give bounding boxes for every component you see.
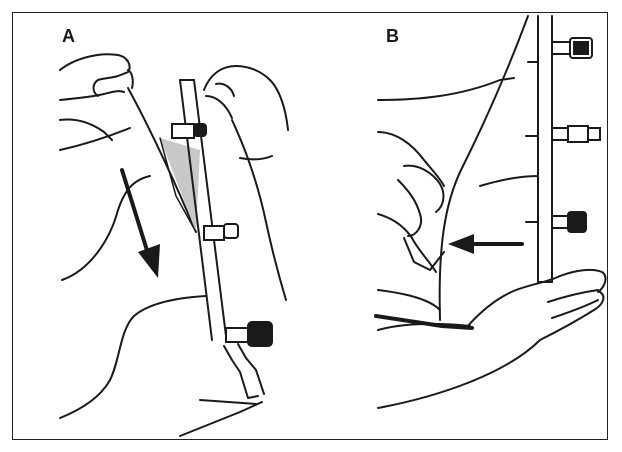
tubing-a [171,79,273,437]
left-hand-a [59,53,134,151]
dressing-edge-b [438,15,529,321]
left-hand-b [377,131,445,273]
left-arrow-icon [448,234,524,254]
clamp-icon [203,225,225,241]
tubing-b [525,15,601,283]
panel-label-a: A [62,26,75,46]
body-outline-a [59,175,207,419]
downward-arrow-icon [120,168,160,278]
body-outline-b [374,77,539,331]
connector-valve-icon [171,123,195,139]
clamp-icon [567,125,589,143]
panel-label-b: B [386,26,399,46]
illustration-frame [12,12,608,440]
panel-a-drawing [59,53,289,437]
right-hand-b [377,268,607,409]
right-hand-a [203,65,289,301]
panel-b-drawing [374,15,607,409]
